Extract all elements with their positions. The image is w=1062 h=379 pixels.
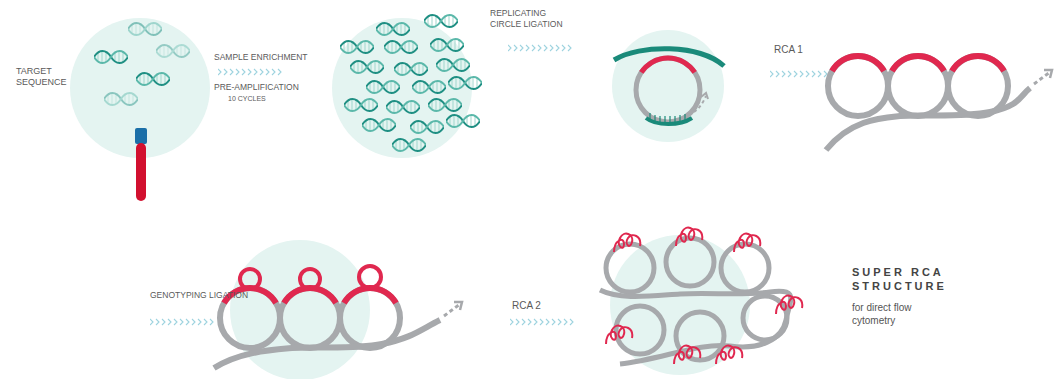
step-arrow [510,319,573,325]
step-label: GENOTYPING LIGATION [150,290,248,301]
step-label: PRE-AMPLIFICATION [214,82,299,93]
target-sample [70,18,210,201]
step-arrow [150,319,213,325]
step-label: 10 CYCLES [228,95,266,104]
step-arrow [508,45,571,51]
step-label: TARGET SEQUENCE [16,66,72,89]
step-label: RCA 1 [774,44,803,57]
super-rca-structure [600,228,802,375]
step-label: SAMPLE ENRICHMENT [214,52,308,63]
step-label: SUPER RCA STRUCTURE [852,266,972,294]
step-label: RCA 2 [512,300,541,313]
step-arrow [770,71,833,77]
genotyping-product [214,240,462,379]
enriched-sample [332,15,482,158]
step-label: for direct flow cytometry [852,302,944,327]
step-label: REPLICATING CIRCLE LIGATION [490,8,574,29]
replicating-circle [612,30,724,142]
step-arrow [218,69,281,75]
rca1-product [826,56,1052,150]
